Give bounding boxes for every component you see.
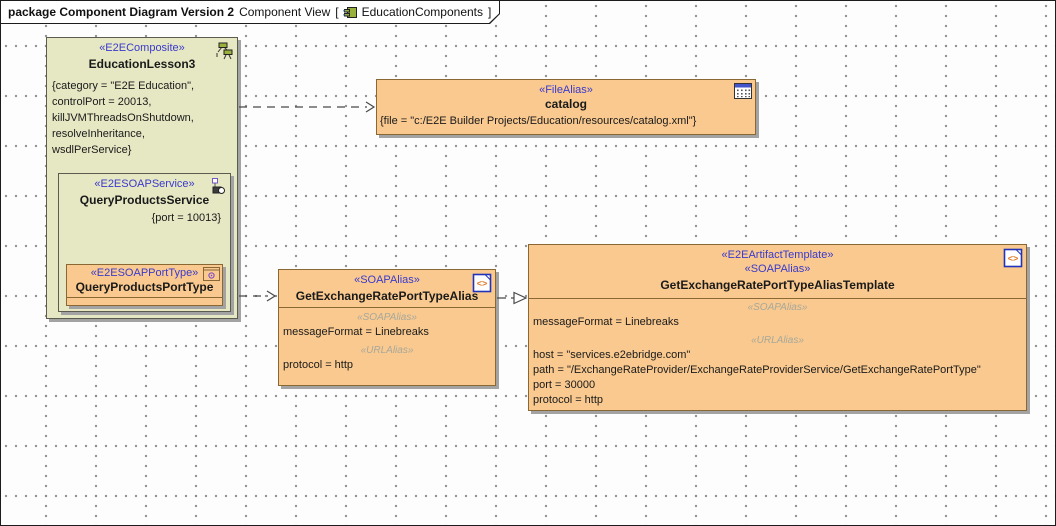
- educationlesson3-property: {category = "E2E Education",: [52, 80, 195, 92]
- porttype-icon: [203, 267, 220, 281]
- educationlesson3-property: wsdlPerService}: [52, 144, 132, 156]
- template-name: GetExchangeRatePortTypeAliasTemplate: [660, 278, 895, 292]
- queryproductsservice-stereotype: «E2ESOAPService»: [94, 178, 195, 190]
- node-getexchangerateporttypealiastemplate[interactable]: <> «E2EArtifactTemplate» «SOAPAlias» Get…: [528, 244, 1027, 411]
- porttype-empty-compartment: [67, 297, 222, 306]
- soap-service-icon: [209, 177, 227, 196]
- xml-document-icon: <>: [1003, 248, 1023, 268]
- template-stereotype-1: «E2EArtifactTemplate»: [721, 249, 834, 261]
- xml-document-icon: <>: [472, 273, 492, 293]
- queryproductsporttype-stereotype: «E2ESOAPPortType»: [90, 267, 199, 279]
- diagram-header[interactable]: package Component Diagram Version 2 Comp…: [1, 1, 499, 23]
- template-property: messageFormat = Linebreaks: [533, 316, 679, 328]
- template-property: protocol = http: [533, 394, 604, 406]
- diagram-header-title: package Component Diagram Version 2: [8, 5, 235, 19]
- diagram-header-close-bracket: ]: [488, 5, 492, 19]
- template-property: port = 30000: [533, 379, 596, 391]
- educationlesson3-property: resolveInheritance,: [52, 128, 145, 140]
- queryproductsservice-port: {port = 10013}: [151, 212, 221, 224]
- alias-property: protocol = http: [283, 359, 354, 371]
- node-queryproductsporttype[interactable]: «E2ESOAPPortType» QueryProductsPortType: [66, 264, 223, 306]
- file-table-icon: [734, 83, 752, 99]
- xml-glyph: <>: [477, 279, 488, 289]
- node-getexchangerateporttypealias[interactable]: <> «SOAPAlias» GetExchangeRatePortTypeAl…: [278, 269, 496, 386]
- queryproductsporttype-name: QueryProductsPortType: [75, 280, 214, 294]
- diagram-header-context: Component View: [239, 5, 331, 19]
- alias-section-label: «URLAlias»: [360, 345, 414, 356]
- diagram-name: EducationComponents: [361, 5, 484, 19]
- educationlesson3-name: EducationLesson3: [88, 57, 196, 71]
- educationlesson3-stereotype: «E2EComposite»: [99, 42, 185, 54]
- template-section-label: «URLAlias»: [751, 335, 804, 346]
- dependency-edge-porttype-to-alias[interactable]: [239, 290, 277, 302]
- educationlesson3-property: controlPort = 20013,: [52, 96, 152, 108]
- alias-property: messageFormat = Linebreaks: [283, 326, 429, 338]
- catalog-file-property: {file = "c:/E2E Builder Projects/Educati…: [380, 115, 697, 127]
- diagram-header-open-bracket: [: [335, 5, 339, 19]
- template-property: host = "services.e2ebridge.com": [533, 349, 691, 361]
- alias-section-label: «SOAPAlias»: [357, 312, 417, 323]
- node-catalog[interactable]: «FileAlias» catalog {file = "c:/E2E Buil…: [376, 79, 756, 135]
- alias-stereotype: «SOAPAlias»: [354, 274, 420, 286]
- template-section-label: «SOAPAlias»: [747, 302, 808, 313]
- queryproductsservice-name: QueryProductsService: [79, 193, 210, 207]
- catalog-name: catalog: [544, 97, 587, 111]
- component-diagram-icon: [342, 6, 358, 19]
- composite-icon: [213, 41, 234, 62]
- realization-edge-alias-to-template[interactable]: [497, 291, 528, 305]
- template-stereotype-2: «SOAPAlias»: [744, 263, 811, 275]
- alias-name: GetExchangeRatePortTypeAlias: [295, 289, 479, 303]
- dependency-edge-lesson-to-catalog[interactable]: [239, 101, 376, 113]
- educationlesson3-property: killJVMThreadsOnShutdown,: [52, 112, 194, 124]
- xml-glyph: <>: [1008, 254, 1019, 264]
- template-property: path = "/ExchangeRateProvider/ExchangeRa…: [533, 364, 981, 376]
- catalog-stereotype: «FileAlias»: [539, 84, 593, 96]
